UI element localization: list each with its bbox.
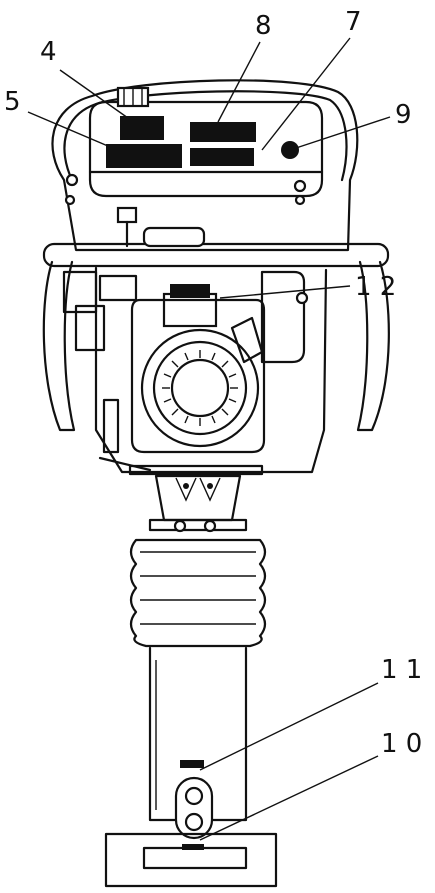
decal-8 — [190, 122, 256, 142]
callout-10: 1 0 — [381, 729, 422, 759]
decal-7 — [190, 148, 254, 166]
callout-4: 4 — [40, 37, 57, 67]
crossbar — [42, 206, 390, 268]
ram-bracket — [148, 474, 248, 533]
callout-labels: 4 5 8 7 9 1 2 1 1 1 0 — [4, 7, 422, 759]
lower-leg — [148, 646, 248, 850]
foot-plate — [104, 832, 278, 888]
fuel-tank — [64, 86, 324, 206]
decal-5 — [106, 144, 182, 168]
callout-12: 1 2 — [355, 272, 396, 302]
leader-lines — [27, 37, 391, 841]
callout-7: 7 — [345, 7, 362, 37]
engine — [62, 266, 328, 476]
bellows — [129, 538, 267, 648]
callout-11: 1 1 — [381, 655, 422, 685]
decal-4 — [120, 116, 164, 140]
callout-9: 9 — [395, 100, 412, 130]
callout-8: 8 — [255, 11, 272, 41]
callout-5: 5 — [4, 87, 21, 117]
handle-frame — [42, 79, 390, 432]
decal-12 — [170, 284, 210, 298]
decal-11 — [180, 760, 204, 768]
decal-9 — [281, 141, 299, 159]
